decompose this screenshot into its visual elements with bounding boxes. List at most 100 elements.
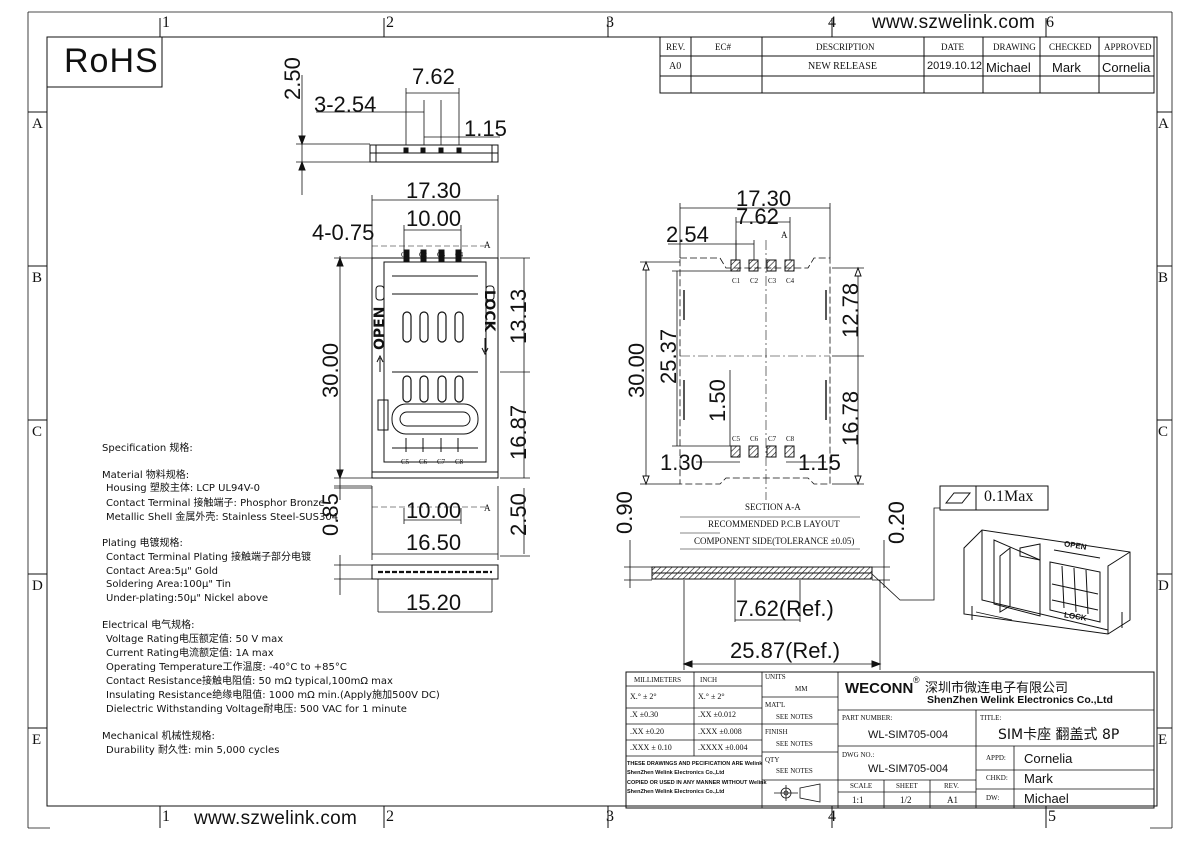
dim-right-pad-span: 25.37: [656, 328, 681, 384]
grid-row-a-right: A: [1158, 116, 1169, 132]
tol-row-inch: X.° ± 2°: [698, 692, 725, 701]
drawing-title: SIM卡座 翻盖式 8P: [998, 727, 1120, 743]
label-pcb-c1: C1: [732, 277, 741, 285]
part-number-label: PART NUMBER:: [842, 714, 893, 722]
label-lock: LOCK: [481, 290, 497, 332]
dim-left-lower: 16.87: [506, 404, 531, 460]
rev-value: A1: [947, 795, 958, 805]
spec-electrical-line: Voltage Rating电压额定值: 50 V max: [106, 634, 284, 645]
company-brand: WECONN: [845, 680, 914, 697]
label-pcb-c6: C6: [750, 435, 759, 443]
spec-electrical-line: Insulating Resistance绝缘电阻值: 1000 mΩ min.…: [106, 690, 440, 701]
tol-row-inch: .XXXX ±0.004: [698, 743, 748, 752]
dim-right-span: 7.62: [736, 204, 779, 229]
company-name-cn: 深圳市微连电子有限公司: [925, 681, 1069, 696]
label-pcb-c5: C5: [732, 435, 741, 443]
spec-plating-line: Contact Terminal Plating 接触端子部分电镀: [106, 552, 312, 563]
disclaimer-line: THESE DRAWINGS AND PECIFICATION ARE Weli…: [627, 761, 763, 767]
dim-left-pcb-width: 15.20: [406, 590, 462, 615]
chkd-value: Mark: [1024, 771, 1053, 786]
inner-frame: [46, 36, 1158, 807]
scale-value: 1:1: [852, 795, 864, 805]
grid-col-1-bottom: 1: [162, 808, 170, 825]
dim-top-height: 2.50: [280, 57, 305, 100]
dim-right-gap: 1.50: [705, 379, 730, 422]
tol-head-inch: INCH: [700, 676, 718, 684]
spec-material-line: Housing 塑胶主体: LCP UL94V-0: [106, 483, 260, 494]
label-pcb-layout: RECOMMENDED P.C.B LAYOUT: [708, 519, 840, 529]
dim-right-pad-width: 1.15: [798, 450, 841, 475]
grid-row-d-right: D: [1158, 578, 1169, 594]
spec-plating-title: Plating 电镀规格:: [102, 538, 183, 549]
grid-col-3-bottom: 3: [606, 808, 614, 825]
dim-right-height: 30.00: [624, 342, 649, 398]
dim-left-width: 17.30: [406, 178, 462, 203]
rev-header-drawing: DRAWING: [993, 42, 1036, 52]
grid-row-e: E: [32, 732, 42, 748]
label-section-a-top: A: [484, 240, 491, 250]
spec-mechanical-title: Mechanical 机械性规格:: [102, 731, 215, 742]
label-pcb-c3: C3: [768, 277, 777, 285]
spec-plating-line: Soldering Area:100μ" Tin: [106, 579, 232, 590]
dwg-no-label: DWG NO.:: [842, 751, 875, 759]
rev-row-checked: Mark: [1052, 60, 1081, 75]
grid-col-2: 2: [386, 14, 394, 31]
dim-right-width: 17.30: [736, 186, 792, 211]
label-section: SECTION A-A: [745, 502, 801, 512]
grid-row-c-right: C: [1158, 424, 1169, 440]
dim-top-span: 7.62: [412, 64, 455, 89]
rev-header-approved: APPROVED: [1104, 42, 1152, 52]
website-top[interactable]: www.szwelink.com: [872, 12, 1036, 33]
dim-left-height: 30.00: [318, 342, 343, 398]
matl-value: SEE NOTES: [776, 713, 813, 721]
rev-row-date: 2019.10.12: [927, 60, 983, 72]
spec-title: Specification 规格:: [102, 443, 193, 454]
tol-head-mm: MILLIMETERS: [634, 676, 682, 684]
label-section-a-bottom: A: [484, 503, 491, 513]
qty-value: SEE NOTES: [776, 767, 813, 775]
spec-electrical-line: Current Rating电流额定值: 1A max: [106, 648, 274, 659]
grid-col-6: 6: [1046, 14, 1054, 31]
spec-plating-line: Under-plating:50μ" Nickel above: [106, 593, 269, 604]
part-number: WL-SIM705-004: [868, 729, 949, 741]
units-label: UNITS: [765, 673, 786, 681]
label-open: OPEN: [372, 306, 388, 350]
rev-header-checked: CHECKED: [1049, 42, 1092, 52]
grid-row-d: D: [32, 578, 43, 594]
rev-row-drawing: Michael: [986, 60, 1031, 75]
spec-electrical-title: Electrical 电气规格:: [102, 620, 195, 631]
rev-label: REV.: [944, 782, 959, 790]
label-component-side: COMPONENT SIDE(TOLERANCE ±0.05): [694, 536, 855, 546]
grid-col-4: 4: [828, 14, 836, 31]
sheet-value: 1/2: [900, 795, 912, 805]
rev-row-description: NEW RELEASE: [808, 61, 877, 72]
label-c3: C3: [437, 251, 446, 259]
grid-row-b-right: B: [1158, 270, 1169, 286]
dim-right-offset: 1.30: [660, 450, 703, 475]
label-c2: C2: [419, 251, 428, 259]
dim-right-clearance: 0.20: [884, 501, 909, 544]
spec-electrical-line: Operating Temperature工作温度: -40°C to +85°…: [106, 662, 347, 673]
spec-material-line: Contact Terminal 接触端子: Phosphor Bronze: [106, 498, 325, 509]
rev-header-date: DATE: [941, 42, 964, 52]
rev-header-description: DESCRIPTION: [816, 42, 875, 52]
grid-col-2-bottom: 2: [386, 808, 394, 825]
rev-row-rev: A0: [669, 61, 682, 72]
dim-top-width: 1.15: [464, 116, 507, 141]
website-bottom[interactable]: www.szwelink.com: [194, 808, 358, 829]
label-pcb-c8: C8: [786, 435, 795, 443]
grid-row-a: A: [32, 116, 43, 132]
label-pcb-c2: C2: [750, 277, 759, 285]
label-c1: C1: [401, 251, 410, 259]
grid-row-c: C: [32, 424, 43, 440]
label-pcb-c7: C7: [768, 435, 777, 443]
appd-value: Cornelia: [1024, 751, 1073, 766]
finish-value: SEE NOTES: [776, 740, 813, 748]
appd-label: APPD:: [986, 754, 1006, 762]
grid-row-e-right: E: [1158, 732, 1168, 748]
rev-header-rev: REV.: [666, 42, 686, 52]
disclaimer-line: COPIED OR USED IN ANY MANNER WITHOUT Wel…: [627, 780, 767, 786]
dim-right-ref-length: 25.87(Ref.): [730, 638, 841, 663]
dim-top-pitch: 3-2.54: [314, 92, 377, 117]
label-section-a-right: A: [781, 230, 788, 240]
